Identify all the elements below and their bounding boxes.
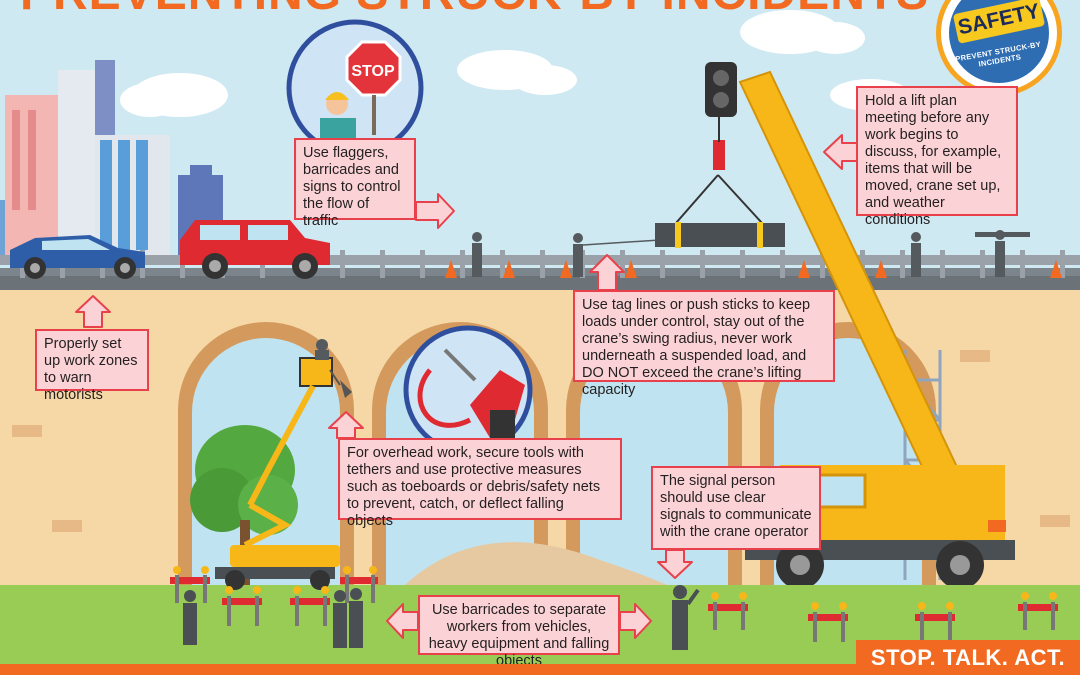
bridge-workers [472, 230, 1030, 277]
ground-workers [183, 585, 700, 650]
callout-barricades: Use barricades to separate workers from … [418, 595, 620, 669]
footer-bar [0, 664, 1080, 675]
callout-lift-plan: Hold a lift plan meeting before any work… [856, 86, 1018, 228]
suv [180, 220, 330, 279]
tethered-drill-illustration [403, 325, 533, 455]
arrow-icon [386, 603, 419, 639]
traffic-cones [445, 260, 1062, 278]
stop-sign-label: STOP [351, 63, 395, 80]
callout-signal-person: The signal person should use clear signa… [651, 466, 821, 550]
suspended-load [655, 110, 785, 248]
arrow-icon [75, 295, 111, 328]
arrow-icon [415, 193, 455, 229]
callout-flaggers: Use flaggers, barricades and signs to co… [294, 138, 416, 229]
arrow-icon [619, 603, 652, 639]
arrow-icon [589, 254, 625, 291]
clouds [120, 10, 910, 117]
crane [705, 62, 1015, 589]
callout-work-zones: Properly set up work zones to warn motor… [35, 329, 149, 403]
callout-tag-lines: Use tag lines or push sticks to keep loa… [573, 290, 835, 398]
flagger-illustration: STOP [286, 19, 424, 157]
barricades [170, 566, 1058, 642]
arrow-icon [823, 134, 861, 170]
aerial-lift [215, 339, 352, 590]
safety-badge: SAFETY PREVENT STRUCK-BY INCIDENTS [936, 0, 1062, 96]
arrow-icon [657, 549, 693, 579]
callout-arrows [75, 134, 861, 639]
page-title: PREVENTING STRUCK-BY INCIDENTS [20, 0, 929, 21]
callout-overhead-work: For overhead work, secure tools with tet… [338, 438, 622, 529]
car [10, 235, 145, 279]
arrow-icon [328, 411, 364, 439]
footer-slogan: STOP. TALK. ACT. [856, 640, 1080, 675]
